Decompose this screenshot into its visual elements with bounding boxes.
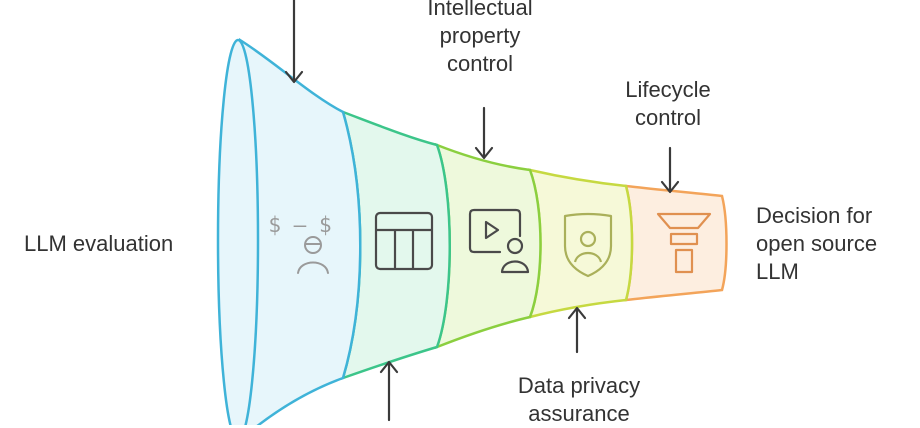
callout-lifecycle-control: Lifecycle control <box>625 77 711 130</box>
callout-intellectual-property: Intellectual property control <box>427 0 533 76</box>
arrow-down-stage-1 <box>284 0 304 84</box>
arrow-up-stage-2 <box>379 360 399 422</box>
shield-user-icon <box>563 212 613 278</box>
svg-text:$ – $: $ – $ <box>268 213 331 237</box>
video-user-icon <box>468 208 530 274</box>
arrow-up-data-privacy <box>567 306 587 354</box>
callout-data-privacy: Data privacy assurance <box>517 373 641 426</box>
table-grid-icon <box>374 211 434 271</box>
stage-3-segment <box>434 142 542 350</box>
input-label: LLM evaluation <box>24 231 174 256</box>
arrow-down-lifecycle <box>660 146 680 194</box>
arrow-down-intellectual-property <box>474 106 494 160</box>
funnel-filter-icon <box>656 212 712 274</box>
stage-4-segment <box>527 168 634 319</box>
funnel-mouth <box>216 38 260 425</box>
output-label: Decision for open source LLM <box>756 203 878 284</box>
cost-dollar-person-icon: $ – $ <box>268 213 332 274</box>
